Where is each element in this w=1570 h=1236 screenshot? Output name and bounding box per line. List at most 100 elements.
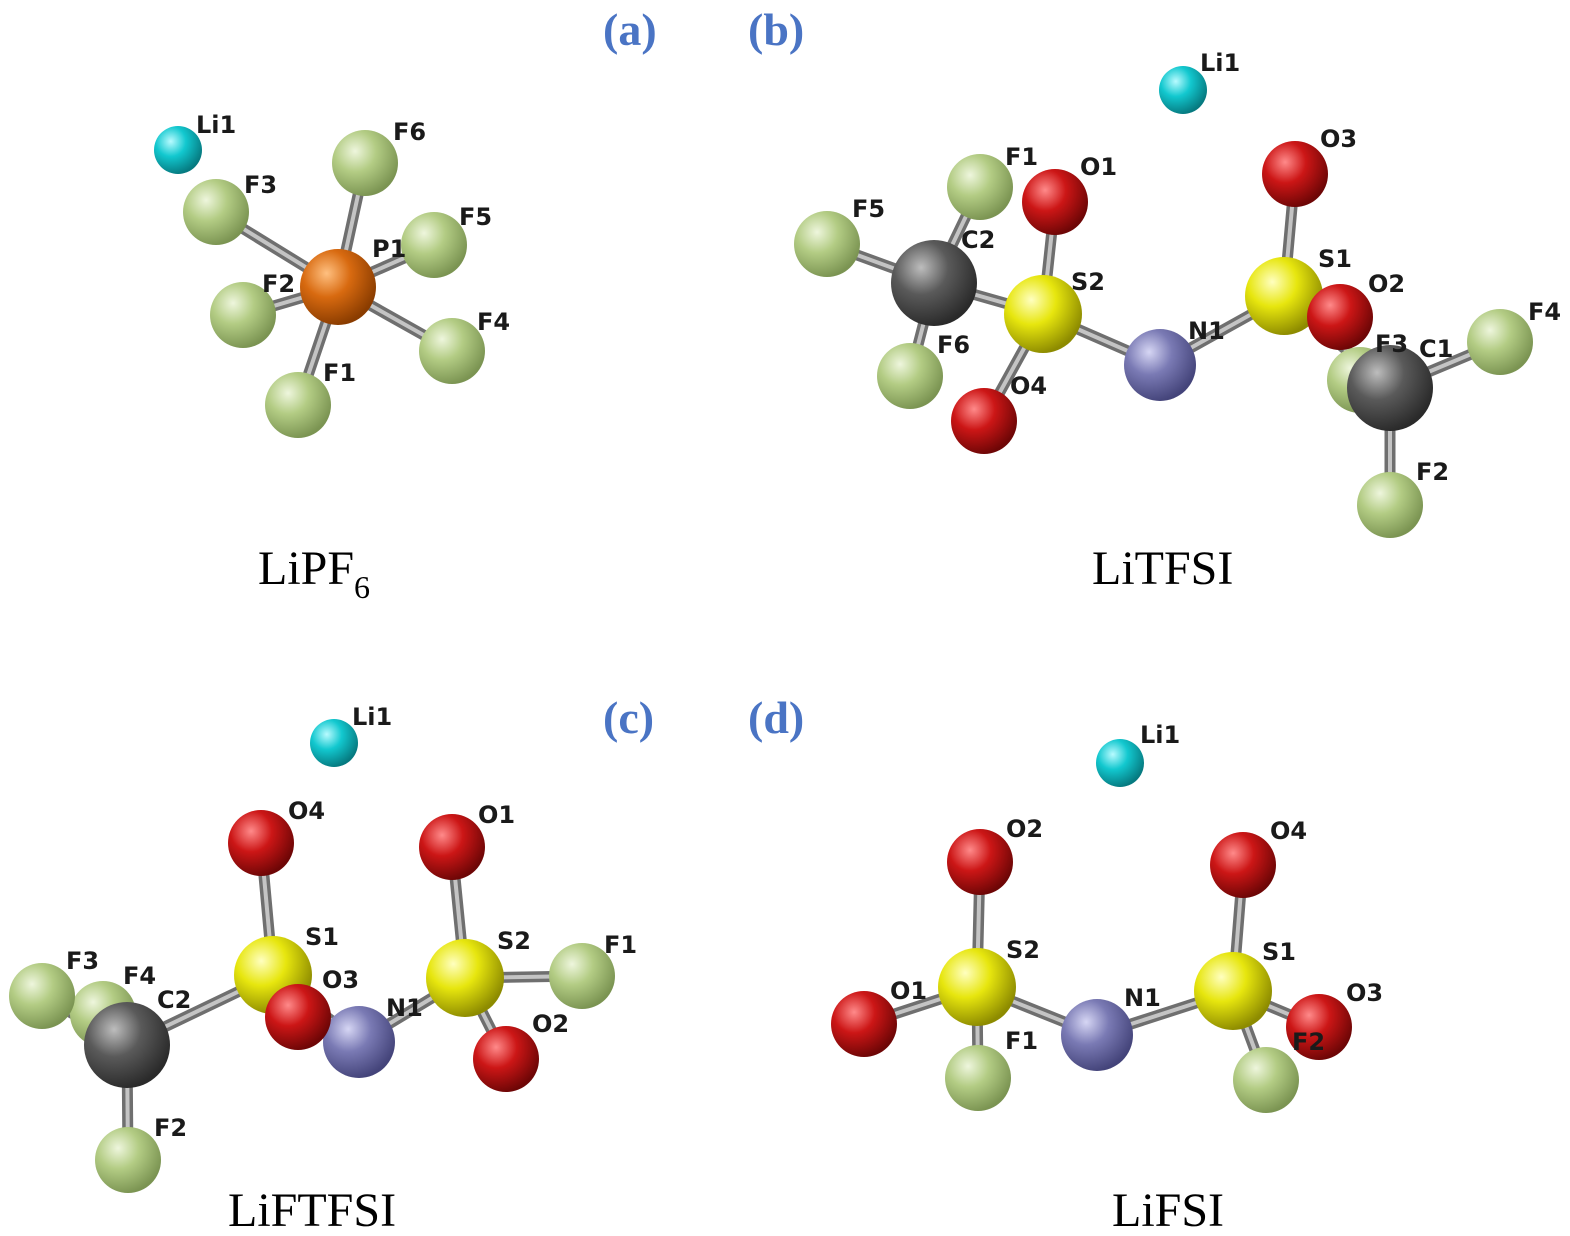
atom-label-d-O2: O2: [1006, 815, 1043, 843]
atom-a-Li1: [154, 126, 202, 174]
atom-d-F2: [1233, 1047, 1299, 1113]
atom-d-N1: [1061, 999, 1133, 1071]
atom-label-c-F1: F1: [604, 931, 637, 959]
atom-layer-d: [831, 739, 1352, 1113]
atom-c-F2: [95, 1127, 161, 1193]
atom-b-Li1: [1159, 66, 1207, 114]
atom-layer-c: [9, 719, 615, 1193]
atom-d-O2: [947, 829, 1013, 895]
atom-b-F2: [1357, 472, 1423, 538]
panel-label-c: (c): [603, 692, 654, 743]
atom-label-c-S1: S1: [305, 923, 339, 951]
atom-label-b-Li1: Li1: [1200, 49, 1240, 77]
atom-label-a-F3: F3: [244, 171, 277, 199]
atom-label-b-O4: O4: [1010, 372, 1047, 400]
atom-c-S2: [426, 939, 504, 1017]
atom-a-F5: [401, 212, 467, 278]
atom-label-a-F1: F1: [323, 359, 356, 387]
atom-a-F6: [332, 130, 398, 196]
atom-c-C2: [84, 1002, 170, 1088]
atom-label-d-N1: N1: [1124, 984, 1161, 1012]
atom-c-O4: [228, 810, 294, 876]
atom-b-O4: [951, 388, 1017, 454]
atom-label-c-F3: F3: [66, 947, 99, 975]
atom-label-c-N1: N1: [386, 994, 423, 1022]
atom-label-c-F2: F2: [154, 1114, 187, 1142]
atom-label-b-O1: O1: [1080, 153, 1117, 181]
atom-d-O3: [1286, 994, 1352, 1060]
atom-label-a-F6: F6: [393, 118, 426, 146]
atom-b-F6: [877, 343, 943, 409]
atom-c-O3: [265, 984, 331, 1050]
atom-label-d-F2: F2: [1292, 1028, 1325, 1056]
atom-label-b-C2: C2: [961, 226, 995, 254]
atom-label-b-C1: C1: [1419, 335, 1453, 363]
atom-label-b-F6: F6: [937, 331, 970, 359]
atom-label-c-O3: O3: [322, 966, 359, 994]
panel-label-d: (d): [748, 692, 804, 743]
atom-layer-a: [154, 126, 485, 438]
atom-b-O3: [1262, 141, 1328, 207]
atom-label-c-O2: O2: [532, 1010, 569, 1038]
atom-label-a-P1: P1: [372, 235, 406, 263]
atom-label-b-F1: F1: [1005, 143, 1038, 171]
atom-label-d-F1: F1: [1005, 1027, 1038, 1055]
atom-b-O2: [1307, 284, 1373, 350]
atom-label-d-O3: O3: [1346, 979, 1383, 1007]
atom-label-d-O4: O4: [1270, 817, 1307, 845]
atom-label-a-F4: F4: [477, 308, 510, 336]
atom-d-O4: [1210, 832, 1276, 898]
atom-label-d-O1: O1: [890, 977, 927, 1005]
compound-name-a: LiPF6: [258, 542, 370, 605]
atom-label-a-F2: F2: [262, 270, 295, 298]
atom-b-C2: [891, 240, 977, 326]
atom-label-d-S2: S2: [1006, 936, 1040, 964]
atom-d-Li1: [1096, 739, 1144, 787]
atom-label-c-F4: F4: [123, 962, 156, 990]
atom-c-Li1: [310, 719, 358, 767]
atom-label-b-F2: F2: [1416, 458, 1449, 486]
atom-label-b-N1: N1: [1188, 317, 1225, 345]
atom-a-F4: [419, 318, 485, 384]
atom-b-S1: [1245, 257, 1323, 335]
atom-label-b-S2: S2: [1071, 268, 1105, 296]
compound-name-a-subscript: 6: [354, 569, 370, 605]
atom-d-S1: [1194, 952, 1272, 1030]
atom-label-c-O4: O4: [288, 797, 325, 825]
atom-label-b-S1: S1: [1318, 245, 1352, 273]
atom-label-b-F4: F4: [1528, 298, 1561, 326]
atom-label-c-O1: O1: [478, 801, 515, 829]
atom-label-b-F3: F3: [1375, 330, 1408, 358]
atom-b-F4: [1467, 309, 1533, 375]
atom-a-F2: [210, 282, 276, 348]
atom-d-O1: [831, 991, 897, 1057]
compound-name-d: LiFSI: [1112, 1184, 1224, 1236]
atom-a-P1: [300, 249, 376, 325]
atom-a-F1: [265, 372, 331, 438]
atom-label-a-Li1: Li1: [196, 111, 236, 139]
atom-c-F3: [9, 963, 75, 1029]
atom-label-c-S2: S2: [497, 927, 531, 955]
atom-label-d-S1: S1: [1262, 938, 1296, 966]
atom-label-d-Li1: Li1: [1140, 721, 1180, 749]
panel-label-b: (b): [748, 4, 804, 55]
atom-d-F1: [945, 1045, 1011, 1111]
atom-b-F1: [947, 154, 1013, 220]
atom-a-F3: [183, 179, 249, 245]
atom-layer-b: [794, 66, 1533, 538]
compound-name-a-main: LiPF: [258, 542, 354, 595]
atom-b-O1: [1022, 169, 1088, 235]
atom-label-b-F5: F5: [852, 195, 885, 223]
atom-c-F1: [549, 943, 615, 1009]
atom-label-c-C2: C2: [157, 986, 191, 1014]
atom-b-N1: [1124, 329, 1196, 401]
atom-b-C1: [1347, 345, 1433, 431]
atom-c-O2: [473, 1026, 539, 1092]
atom-label-b-O3: O3: [1320, 125, 1357, 153]
